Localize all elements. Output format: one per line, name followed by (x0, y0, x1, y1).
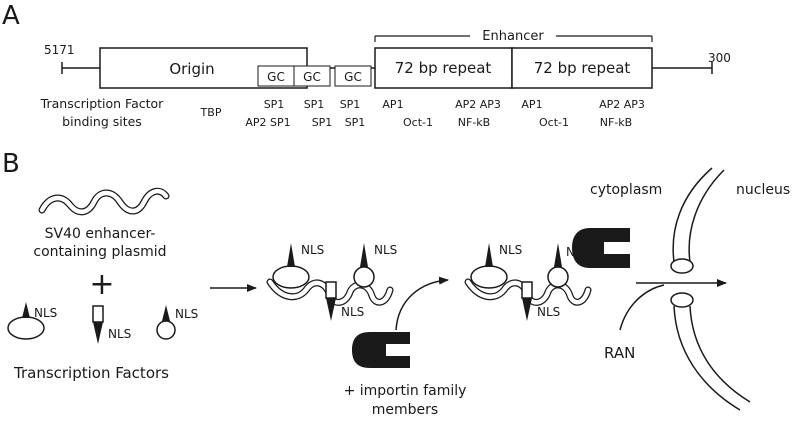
sp1-row1-b: SP1 (304, 98, 325, 111)
tf-oval: NLS (7, 302, 57, 340)
genome-map: 5171 300 Origin GC GC GC Enhancer 72 bp … (44, 26, 731, 89)
complex-1-nls-label-1: NLS (301, 243, 324, 257)
sp1-row1-a: SP1 (264, 98, 285, 111)
ran-label: RAN (604, 344, 635, 362)
rep2-oct1: Oct-1 (539, 116, 569, 129)
gc-label-2: GC (303, 70, 321, 84)
complex-1-nls-label-3: NLS (374, 243, 397, 257)
complex-2-nls-label-2: NLS (537, 305, 560, 319)
sp1-row2-a: AP2 SP1 (245, 116, 290, 129)
sp1-row2-c: SP1 (345, 116, 366, 129)
complex-2-nls-3 (554, 243, 562, 267)
nuclear-envelope (670, 167, 751, 411)
envelope-inner-bottom (689, 305, 751, 403)
nls-label-3: NLS (175, 307, 198, 321)
rep2-nfkb: NF-kB (600, 116, 632, 129)
tf-label-line2: binding sites (62, 114, 142, 129)
rep1-ap1: AP1 (382, 98, 403, 111)
nucleus-label: nucleus (736, 182, 790, 198)
rep1-nfkb: NF-kB (458, 116, 490, 129)
repeat-box-1 (374, 47, 513, 89)
repeat-label-2: 72 bp repeat (534, 59, 631, 77)
complex-2-oval (470, 265, 508, 289)
left-coordinate: 5171 (44, 43, 75, 57)
tf-circle-shape (156, 320, 176, 340)
gc-label-3: GC (344, 70, 362, 84)
repeat-label-1: 72 bp repeat (395, 59, 492, 77)
plasmid-dna-icon (38, 187, 170, 216)
complex-1-nls-1 (287, 243, 295, 267)
complex-2-circle (547, 266, 569, 288)
rep1-ap2-ap3: AP2 AP3 (455, 98, 501, 111)
enhancer-label: Enhancer (482, 29, 544, 44)
complex-2-nls-label-1: NLS (499, 243, 522, 257)
complex-1-nls-2 (326, 298, 336, 321)
ran-curve (619, 284, 665, 331)
right-coordinate: 300 (708, 51, 731, 65)
envelope-outer-top (672, 167, 713, 263)
sp1-row1-c: SP1 (340, 98, 361, 111)
tf-square: NLS (92, 305, 131, 344)
importin-shape (352, 332, 410, 368)
complex-1-nls-label-2: NLS (341, 305, 364, 319)
complex-1-square (325, 281, 337, 299)
complex-2-nls-1 (485, 243, 493, 267)
nls-label-1: NLS (34, 306, 57, 320)
envelope-outer-bottom (673, 305, 741, 411)
nls-triangle-3 (162, 305, 170, 321)
importin-label-line2: members (372, 402, 438, 418)
panel-a-label: A (2, 1, 20, 31)
gc-box-3 (334, 65, 372, 87)
tf-oval-shape (7, 316, 45, 340)
complex-1: NLS NLS NLS (266, 243, 397, 321)
complex-2: NLS NLS NLS (464, 228, 630, 321)
binding-site-labels: Transcription Factor binding sites TBP S… (40, 96, 645, 129)
nls-triangle-2 (93, 322, 103, 344)
plasmid-label-line2: containing plasmid (33, 244, 166, 260)
tf-circle: NLS (156, 305, 198, 340)
tf-caption: Transcription Factors (13, 364, 169, 382)
rep1-oct1: Oct-1 (403, 116, 433, 129)
plasmid-label-line1: SV40 enhancer- (45, 226, 156, 242)
complex-2-nls-2 (522, 298, 532, 321)
curved-arrow (395, 276, 449, 331)
nuclear-pore-bottom (670, 292, 694, 308)
complex-1-circle (353, 266, 375, 288)
complex-1-oval (272, 265, 310, 289)
complex-2-importin (572, 228, 630, 268)
rep2-ap1: AP1 (521, 98, 542, 111)
enhancer-label-bg (470, 26, 556, 42)
sp1-row2-b: SP1 (312, 116, 333, 129)
complex-2-square (521, 281, 533, 299)
nls-triangle-1 (22, 302, 30, 318)
complex-1-nls-3 (360, 243, 368, 267)
tf-label-line1: Transcription Factor (40, 96, 164, 111)
tbp-label: TBP (200, 106, 222, 119)
repeat-box-2 (511, 47, 653, 89)
origin-label: Origin (169, 60, 214, 78)
rep2-ap2-ap3: AP2 AP3 (599, 98, 645, 111)
panel-b-label: B (2, 149, 20, 179)
nls-label-2: NLS (108, 327, 131, 341)
tf-square-shape (92, 305, 104, 323)
envelope-inner-top (688, 169, 725, 263)
gc-box-2 (293, 65, 331, 87)
nuclear-pore-top (670, 258, 694, 274)
cytoplasm-label: cytoplasm (590, 182, 662, 198)
plus-sign: + (89, 267, 114, 302)
importin-label-line1: + importin family (344, 383, 467, 399)
gc-label-1: GC (267, 70, 285, 84)
